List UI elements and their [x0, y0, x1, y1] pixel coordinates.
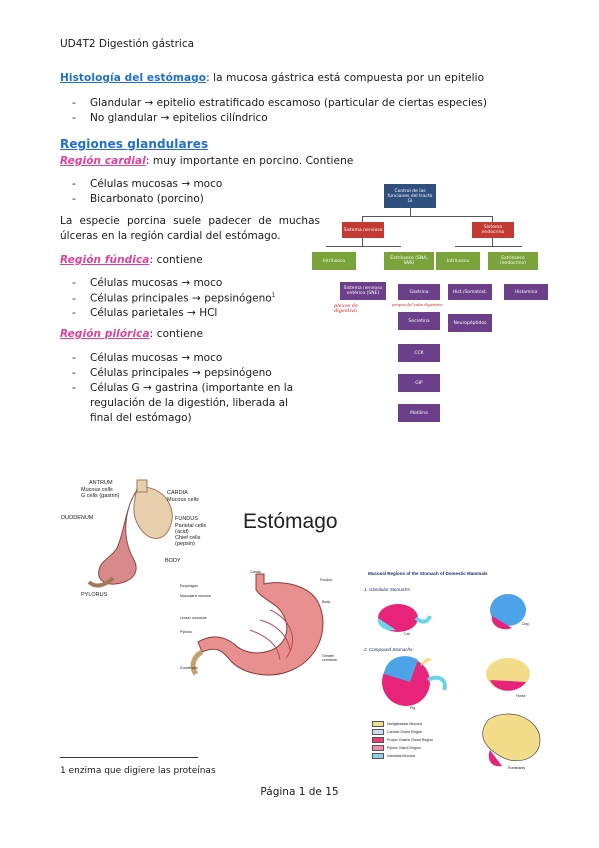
diagram-endocrino-box: Sistema endocrino	[472, 222, 514, 238]
legend-item: Nonglandular Mucosa	[372, 720, 452, 728]
footnote-divider	[60, 757, 198, 758]
pilorica-heading: Región pilórica	[60, 328, 150, 340]
legend-swatch	[372, 729, 384, 735]
label-antrum: ANTRUM	[89, 480, 113, 486]
diagram-sne-box: Sistema nervioso entérico (SNE)	[340, 282, 386, 300]
species-legend: Nonglandular Mucosa Cardiac Gland Region…	[372, 720, 452, 760]
stomach-illustration	[87, 479, 173, 588]
label-duodenum: DUODENUM	[61, 515, 94, 521]
diagram-gip-box: GIP	[398, 374, 440, 392]
diagram-nervioso-box: Sistema nervioso	[342, 222, 384, 238]
horse-label: Horse	[516, 694, 526, 698]
fundica-heading: Región fúndica	[60, 254, 150, 266]
label-cardia: CARDIA	[167, 490, 188, 496]
glandular-label: 1. Glandular Stomachs:	[364, 587, 412, 592]
cat-label: Cat	[404, 632, 410, 636]
diagram-hist-box: Hist./Somatost.	[448, 284, 492, 300]
species-regions-figure: Mucosal Regions of the Stomach of Domest…	[358, 570, 548, 775]
diagram-intrinseco-endo-box: Intrínseco	[436, 252, 480, 270]
intro-text: : la mucosa gástrica está compuesta por …	[206, 72, 485, 84]
species-stomachs-illustration	[377, 594, 541, 767]
diagram-neuro-box: Neuropéptidos	[448, 314, 492, 332]
diagram-root-box: Control de las funciones del tracto GI	[384, 184, 436, 208]
diagram-extrinseco-endo-box: Extrínseco (endocrino)	[488, 252, 538, 270]
histologia-heading: Histología del estómago	[60, 72, 207, 84]
list-item: -Células G → gastrina (importante en la	[72, 382, 294, 394]
diagram-motilina-box: Motilina	[398, 404, 440, 422]
dog-label: Dog	[522, 622, 529, 626]
label-fundus: FUNDUS	[175, 516, 198, 522]
cardial-line: Región cardial: muy importante en porcin…	[60, 155, 354, 167]
legend-item: Pyloric Gland Region	[372, 744, 452, 752]
list-item: -Células parietales → HCl	[72, 307, 218, 319]
diagram-intrinseco-box: Intrínseco	[312, 252, 356, 270]
list-item: -Células principales → pepsinógeno	[72, 367, 272, 379]
legend-item: Proper Gastric Gland Region	[372, 736, 452, 744]
label-cardia-cells: Mucous cells	[167, 497, 199, 503]
stomach-interior-illustration	[190, 573, 324, 676]
diagram-secretina-box: Secretina	[398, 312, 440, 330]
fundica-line: Región fúndica: contiene	[60, 254, 203, 266]
cardial-paragraph: La especie porcina suele padecer de much…	[60, 215, 320, 242]
footnote: 1 enzima que digiere las proteínas	[60, 766, 216, 776]
compound-label: 2. Compound Stomachs:	[364, 647, 414, 652]
control-diagram: Control de las funciones del tracto GI S…	[312, 180, 552, 425]
cardial-heading: Región cardial	[60, 155, 146, 167]
list-item: -Células mucosas → moco	[72, 352, 223, 364]
list-item: -Células mucosas → moco	[72, 178, 223, 190]
document-header: UD4T2 Digestión gástrica	[60, 38, 195, 50]
list-item: -Glandular → epitelio estratificado esca…	[72, 97, 487, 109]
label-fundus-cells: Parietal cells (acid) Chief cells (pepsi…	[175, 523, 207, 547]
pig-label: Pig	[410, 706, 416, 710]
label-pylorus: PYLORUS	[81, 592, 108, 598]
list-item: -Células principales → pepsinógeno1	[72, 292, 276, 305]
intro-line: Histología del estómago: la mucosa gástr…	[60, 72, 484, 84]
stomach-interior-figure: Esophagus Muscularis mucosa Lesser curva…	[180, 570, 350, 685]
diagram-gastrina-box: Gastrina	[398, 284, 440, 300]
list-item: -Bicarbonato (porcino)	[72, 193, 204, 205]
legend-swatch	[372, 753, 384, 759]
legend-swatch	[372, 737, 384, 743]
list-item-continuation: final del estómago)	[90, 412, 192, 424]
regiones-heading: Regiones glandulares	[60, 137, 209, 151]
handwritten-note: propio del tubo digestivo	[392, 302, 443, 307]
species-title: Mucosal Regions of the Stomach of Domest…	[368, 571, 488, 576]
ruminant-label: Ruminants	[508, 766, 526, 770]
handwritten-note: plexos de digestivo	[334, 303, 358, 314]
list-item-continuation: regulación de la digestión, liberada al	[90, 397, 288, 409]
diagram-cck-box: CCK	[398, 344, 440, 362]
legend-item: Intestinal Mucosa	[372, 752, 452, 760]
legend-swatch	[372, 745, 384, 751]
diagram-extrinseco-box: Extrínseco (SNA, SNS)	[384, 252, 434, 270]
pilorica-line: Región pilórica: contiene	[60, 328, 204, 340]
label-body: BODY	[165, 558, 181, 564]
list-item: -No glandular → epitelios cilíndrico	[72, 112, 268, 124]
legend-swatch	[372, 721, 384, 727]
page-number: Página 1 de 15	[260, 786, 339, 798]
list-item: -Células mucosas → moco	[72, 277, 223, 289]
legend-item: Cardiac Gland Region	[372, 728, 452, 736]
estomago-title: Estómago	[243, 510, 338, 533]
footnote-mark: 1	[271, 292, 276, 299]
stomach-anatomy-figure: ANTRUM Mucous cells G cells (gastrin) DU…	[55, 478, 240, 603]
diagram-histamina-box: Histamina	[504, 284, 548, 300]
label-antrum-cells: Mucous cells G cells (gastrin)	[81, 487, 120, 499]
